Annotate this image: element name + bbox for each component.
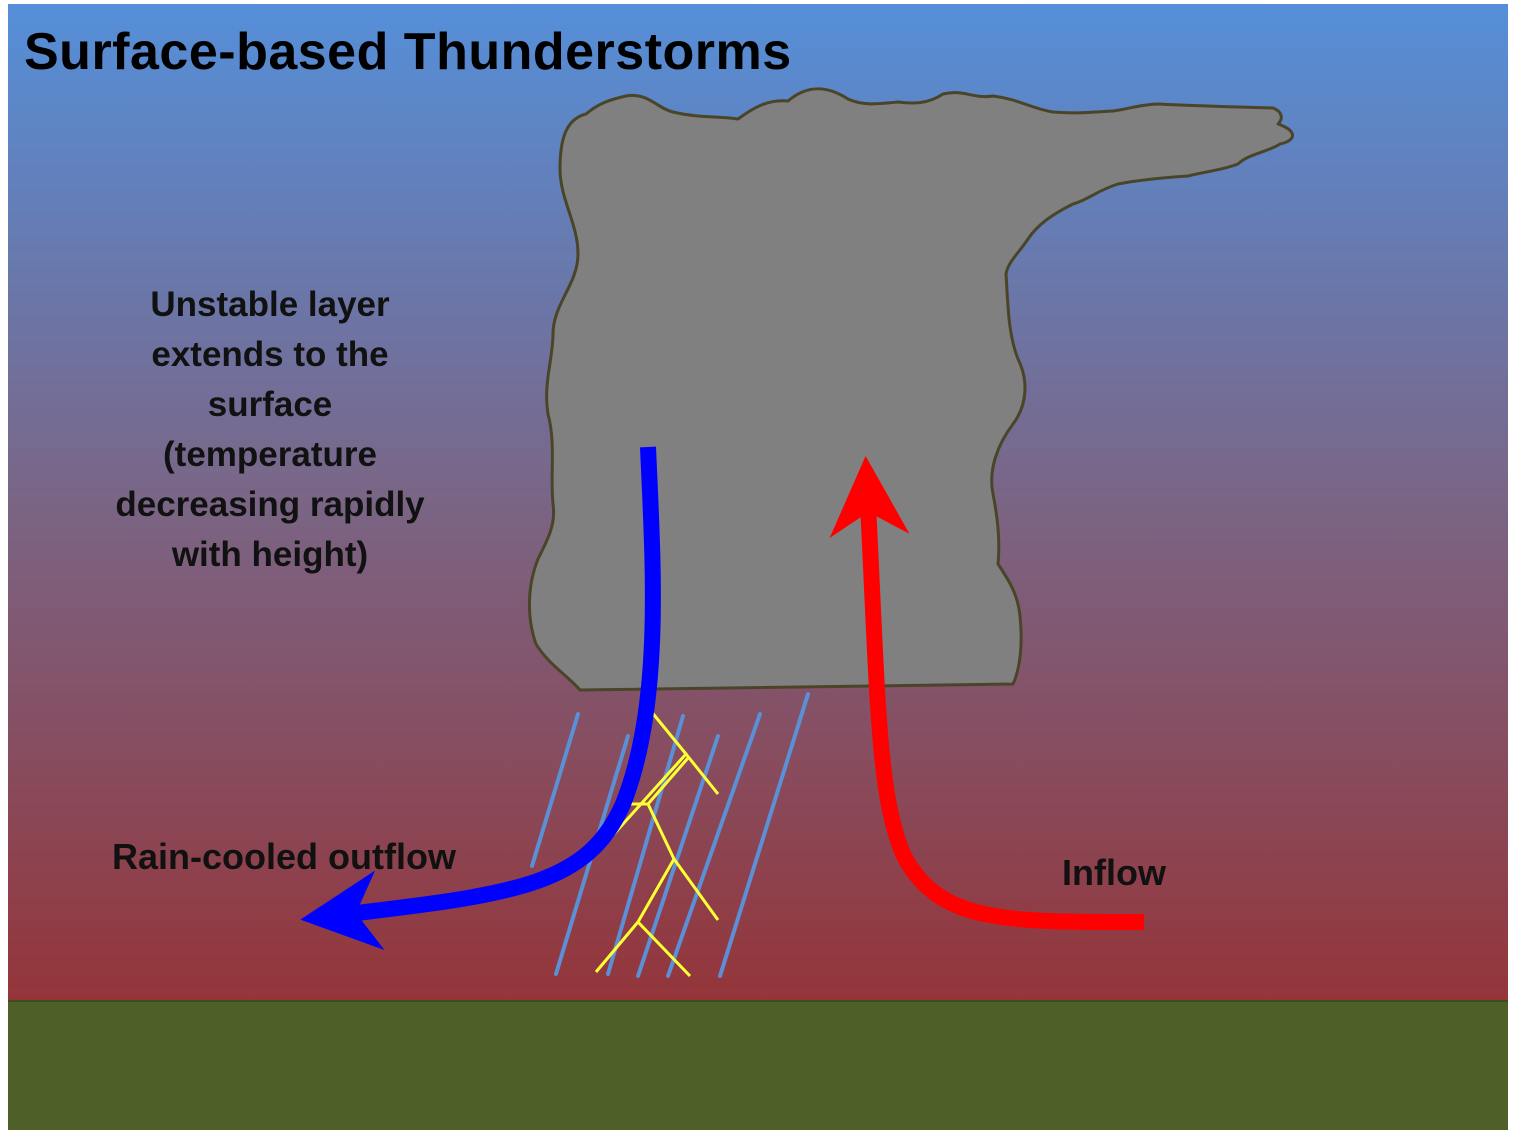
lightning-bolt-icon (594, 709, 720, 978)
inflow-label: Inflow (1062, 852, 1166, 893)
unstable-layer-line: with height) (171, 535, 369, 574)
rain-streak (606, 714, 685, 976)
rain-streak (718, 692, 810, 978)
thunderstorm-cloud-icon (528, 87, 1294, 692)
ground-surface (8, 1000, 1508, 1130)
rain-streak (666, 712, 762, 978)
rain-streak (530, 712, 580, 868)
outflow-label: Rain-cooled outflow (112, 836, 456, 877)
slide: Surface-based Thunderstorms Unstable lay… (8, 4, 1508, 1130)
page-title: Surface-based Thunderstorms (24, 23, 792, 81)
updraft-arrow-icon (829, 456, 1145, 931)
unstable-layer-line: surface (207, 385, 333, 424)
unstable-layer-line: (temperature (163, 435, 377, 474)
unstable-layer-line: Unstable layer (150, 285, 390, 324)
unstable-layer-line: decreasing rapidly (115, 485, 425, 524)
rain-streak (636, 734, 720, 978)
unstable-layer-label: Unstable layer extends to the surface (t… (68, 280, 472, 580)
thunderstorm-diagram (300, 87, 1294, 978)
downdraft-arrow-icon (300, 446, 661, 950)
unstable-layer-line: extends to the (151, 335, 389, 374)
